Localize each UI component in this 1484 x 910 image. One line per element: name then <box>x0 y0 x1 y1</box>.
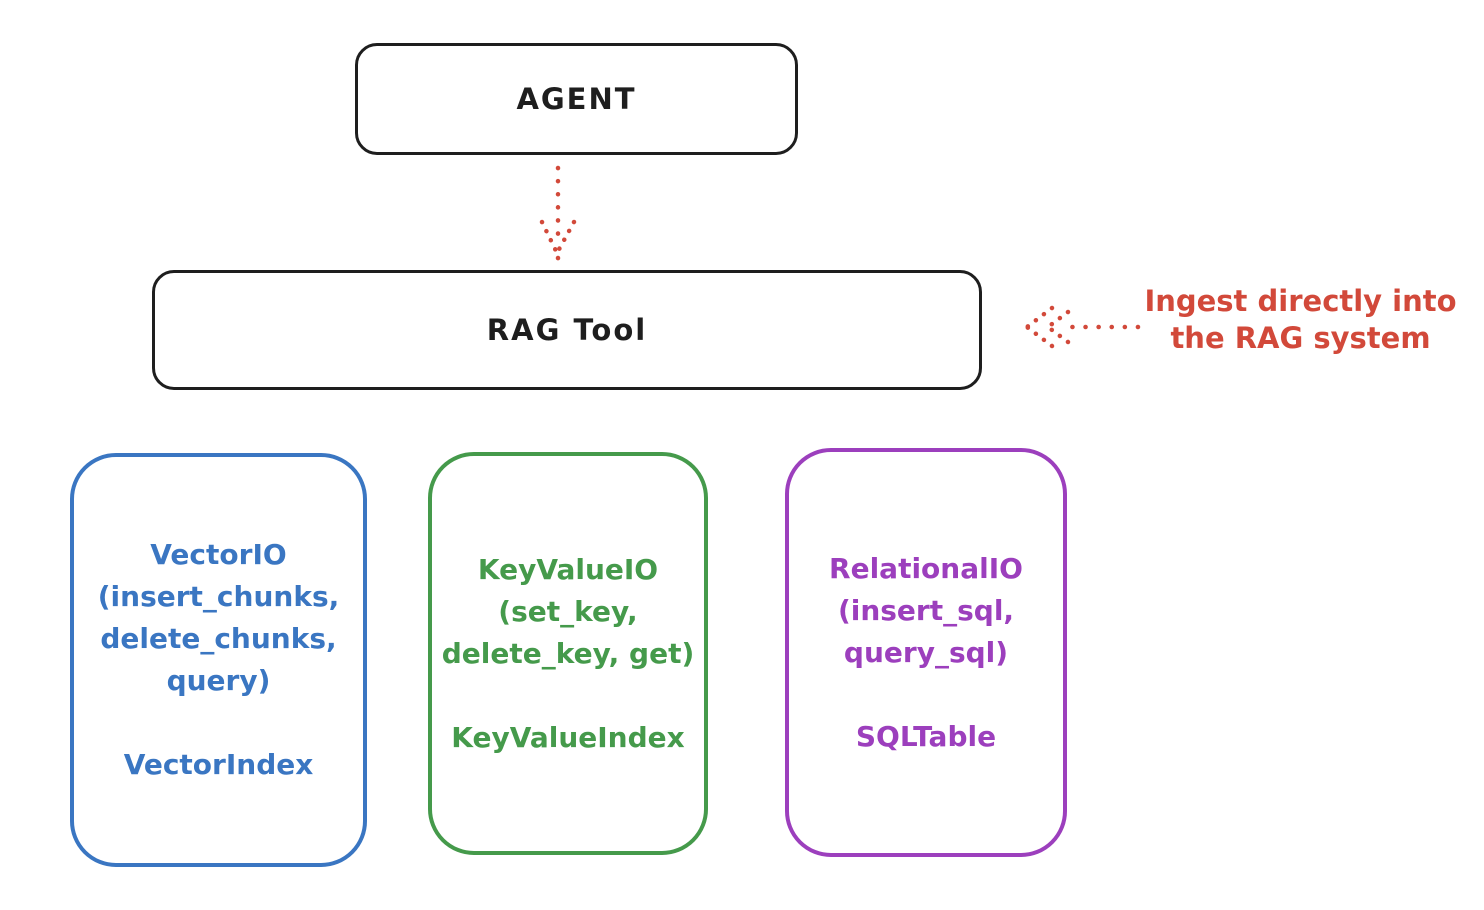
rag-tool-node-label: RAG Tool <box>486 313 648 347</box>
node-line: VectorIO <box>150 538 287 571</box>
agent-node: AGENT <box>355 43 798 155</box>
keyvalue-io-node: KeyValueIO (set_key, delete_key, get) Ke… <box>428 452 708 855</box>
ingest-arrow-icon <box>1024 305 1141 349</box>
ingest-annotation-line2: the RAG system <box>1170 321 1431 355</box>
index-label: SQLTable <box>855 719 997 753</box>
node-line: (set_key, <box>498 594 638 628</box>
relational-io-node: RelationalIO (insert_sql, query_sql) SQL… <box>785 448 1067 857</box>
node-line: query_sql) <box>843 635 1009 669</box>
node-line: KeyValueIO <box>477 552 659 586</box>
node-line: (insert_sql, <box>837 593 1015 627</box>
ingest-annotation: Ingest directly into the RAG system <box>1128 283 1473 357</box>
rag-tool-node: RAG Tool <box>152 270 982 390</box>
node-line: delete_chunks, <box>100 622 337 655</box>
index-label: VectorIndex <box>123 748 314 781</box>
node-line: query) <box>166 664 271 697</box>
index-label: KeyValueIndex <box>451 720 685 754</box>
agent-node-label: AGENT <box>516 82 637 116</box>
node-line: delete_key, get) <box>441 636 695 670</box>
node-line: RelationalIO <box>829 551 1023 585</box>
agent-to-rag-arrow-icon <box>539 165 577 261</box>
vector-io-node: VectorIO (insert_chunks, delete_chunks, … <box>70 453 367 867</box>
node-line: (insert_chunks, <box>97 580 340 613</box>
ingest-annotation-line1: Ingest directly into <box>1144 284 1457 318</box>
